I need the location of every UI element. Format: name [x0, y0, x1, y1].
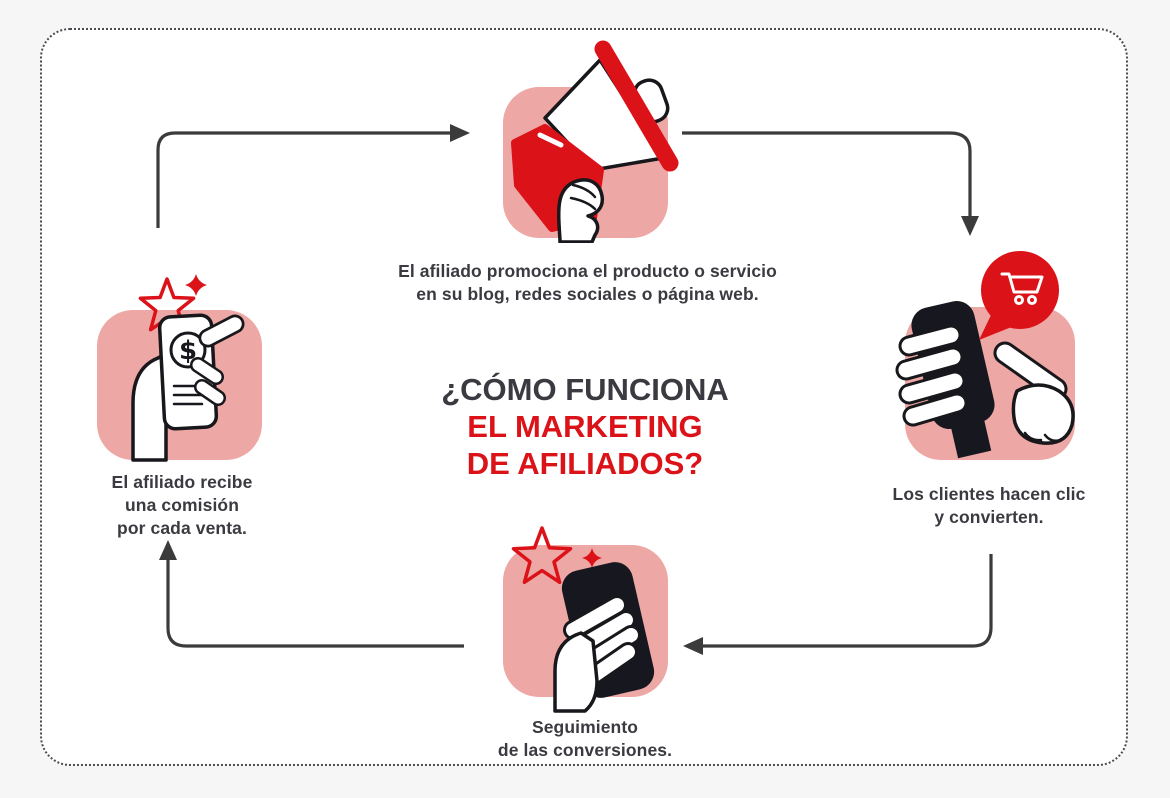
caption-line: de las conversiones.: [497, 740, 673, 761]
caption-line: una comisión: [125, 495, 239, 516]
thumb-fingers: [190, 357, 226, 406]
title-line-2: EL MARKETING: [467, 409, 703, 444]
caption-line: El afiliado promociona el producto o ser…: [398, 261, 777, 281]
phone-in-hand-sparkle-icon: [503, 526, 668, 713]
title-line-1: ¿CÓMO FUNCIONA: [441, 372, 729, 407]
index-finger: [198, 314, 245, 348]
shopping-cart-icon: [1000, 272, 1044, 305]
caption-line: Los clientes hacen clic: [892, 484, 1086, 504]
caption-promote: El afiliado promociona el producto o ser…: [365, 260, 810, 306]
megaphone-in-hand-icon: [503, 40, 679, 243]
caption-line: por cada venta.: [117, 518, 247, 539]
caption-track: Seguimiento de las conversiones.: [445, 716, 725, 762]
megaphone-rim: [594, 40, 679, 172]
caption-convert: Los clientes hacen clic y convierten.: [858, 483, 1120, 529]
sparkle-icon: [185, 274, 207, 296]
cart-speech-bubble: [979, 251, 1059, 340]
sparkle-icon: [582, 548, 602, 568]
page-title: ¿CÓMO FUNCIONA EL MARKETING DE AFILIADOS…: [375, 371, 795, 482]
title-line-3: DE AFILIADOS?: [466, 446, 704, 481]
left-hand-fingers: [895, 324, 968, 427]
pointing-hand: [993, 341, 1075, 445]
phone-tap-cart-bubble-icon: [895, 251, 1075, 460]
hand-holding-phone-dollar-icon: $: [97, 274, 262, 462]
dollar-sign-text: $: [179, 336, 197, 366]
caption-line: en su blog, redes sociales o página web.: [416, 284, 759, 305]
star-outline-icon: [511, 526, 573, 585]
caption-line: El afiliado recibe: [111, 472, 253, 492]
caption-line: Seguimiento: [531, 717, 639, 737]
caption-commission: El afiliado recibe una comisión por cada…: [72, 471, 292, 540]
caption-line: y convierten.: [934, 507, 1044, 528]
hand-palm: [553, 631, 599, 713]
holding-hand: [556, 178, 605, 243]
